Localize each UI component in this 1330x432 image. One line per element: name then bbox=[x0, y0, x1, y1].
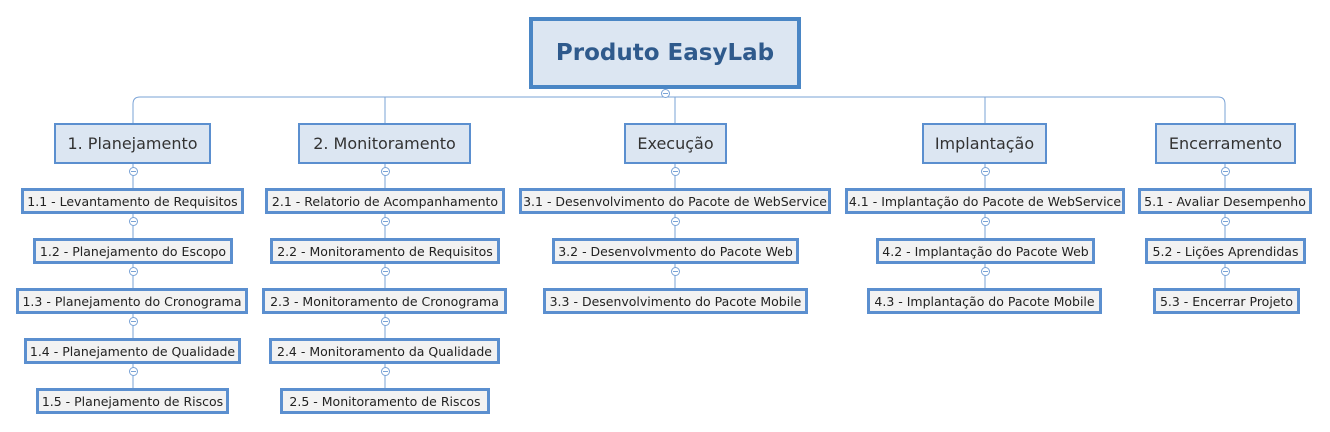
collapse-toggle-icon[interactable] bbox=[980, 216, 990, 226]
task-label: 2.2 - Monitoramento de Requisitos bbox=[277, 243, 493, 259]
collapse-toggle-icon[interactable] bbox=[128, 316, 138, 326]
task-label: 3.3 - Desenvolvimento do Pacote Mobile bbox=[549, 293, 802, 309]
task-label: 5.2 - Lições Aprendidas bbox=[1152, 243, 1299, 259]
task-label: 4.1 - Implantação do Pacote de WebServic… bbox=[848, 193, 1122, 209]
task-label: 1.4 - Planejamento de Qualidade bbox=[29, 343, 236, 359]
task-label: 3.2 - Desenvolvmento do Pacote Web bbox=[558, 243, 793, 259]
collapse-toggle-icon[interactable] bbox=[380, 166, 390, 176]
task-node[interactable]: 5.1 - Avaliar Desempenho bbox=[1138, 188, 1312, 214]
collapse-toggle-icon[interactable] bbox=[660, 88, 670, 98]
task-label: 2.5 - Monitoramento de Riscos bbox=[289, 393, 481, 409]
task-label: 1.5 - Planejamento de Riscos bbox=[41, 393, 224, 409]
task-node[interactable]: 4.1 - Implantação do Pacote de WebServic… bbox=[845, 188, 1125, 214]
collapse-toggle-icon[interactable] bbox=[670, 166, 680, 176]
task-node[interactable]: 4.3 - Implantação do Pacote Mobile bbox=[867, 288, 1102, 314]
collapse-toggle-icon[interactable] bbox=[1220, 266, 1230, 276]
branch-label: 1. Planejamento bbox=[67, 134, 198, 153]
collapse-toggle-icon[interactable] bbox=[128, 266, 138, 276]
collapse-toggle-icon[interactable] bbox=[128, 166, 138, 176]
task-node[interactable]: 4.2 - Implantação do Pacote Web bbox=[876, 238, 1095, 264]
task-node[interactable]: 1.2 - Planejamento do Escopo bbox=[33, 238, 233, 264]
task-label: 3.1 - Desenvolvimento do Pacote de WebSe… bbox=[523, 193, 827, 209]
task-label: 1.1 - Levantamento de Requisitos bbox=[27, 193, 238, 209]
root-label: Produto EasyLab bbox=[555, 40, 775, 66]
task-node[interactable]: 2.2 - Monitoramento de Requisitos bbox=[270, 238, 500, 264]
branch-label: 2. Monitoramento bbox=[313, 134, 456, 153]
task-node[interactable]: 3.1 - Desenvolvimento do Pacote de WebSe… bbox=[519, 188, 831, 214]
task-node[interactable]: 5.3 - Encerrar Projeto bbox=[1153, 288, 1300, 314]
branch-execucao[interactable]: Execução bbox=[624, 123, 727, 164]
task-node[interactable]: 1.4 - Planejamento de Qualidade bbox=[24, 338, 241, 364]
task-label: 2.3 - Monitoramento de Cronograma bbox=[270, 293, 499, 309]
collapse-toggle-icon[interactable] bbox=[980, 266, 990, 276]
branch-monitoramento[interactable]: 2. Monitoramento bbox=[298, 123, 471, 164]
collapse-toggle-icon[interactable] bbox=[380, 266, 390, 276]
collapse-toggle-icon[interactable] bbox=[670, 266, 680, 276]
task-node[interactable]: 2.3 - Monitoramento de Cronograma bbox=[262, 288, 507, 314]
collapse-toggle-icon[interactable] bbox=[980, 166, 990, 176]
task-label: 4.3 - Implantação do Pacote Mobile bbox=[874, 293, 1095, 309]
task-node[interactable]: 3.2 - Desenvolvmento do Pacote Web bbox=[552, 238, 799, 264]
task-label: 1.2 - Planejamento do Escopo bbox=[39, 243, 227, 259]
collapse-toggle-icon[interactable] bbox=[128, 366, 138, 376]
collapse-toggle-icon[interactable] bbox=[380, 366, 390, 376]
task-node[interactable]: 3.3 - Desenvolvimento do Pacote Mobile bbox=[543, 288, 808, 314]
collapse-toggle-icon[interactable] bbox=[380, 216, 390, 226]
task-node[interactable]: 2.4 - Monitoramento da Qualidade bbox=[269, 338, 500, 364]
branch-implantacao[interactable]: Implantação bbox=[922, 123, 1047, 164]
branch-label: Encerramento bbox=[1168, 134, 1283, 153]
connector-line bbox=[132, 96, 1226, 123]
task-node[interactable]: 1.5 - Planejamento de Riscos bbox=[36, 388, 229, 414]
collapse-toggle-icon[interactable] bbox=[128, 216, 138, 226]
task-label: 2.4 - Monitoramento da Qualidade bbox=[277, 343, 492, 359]
task-node[interactable]: 2.5 - Monitoramento de Riscos bbox=[280, 388, 490, 414]
task-node[interactable]: 1.3 - Planejamento do Cronograma bbox=[16, 288, 248, 314]
task-node[interactable]: 5.2 - Lições Aprendidas bbox=[1145, 238, 1306, 264]
collapse-toggle-icon[interactable] bbox=[1220, 166, 1230, 176]
task-label: 5.1 - Avaliar Desempenho bbox=[1144, 193, 1306, 209]
collapse-toggle-icon[interactable] bbox=[1220, 216, 1230, 226]
branch-label: Execução bbox=[637, 134, 714, 153]
branch-label: Implantação bbox=[934, 134, 1035, 153]
collapse-toggle-icon[interactable] bbox=[670, 216, 680, 226]
task-node[interactable]: 2.1 - Relatorio de Acompanhamento bbox=[265, 188, 505, 214]
collapse-toggle-icon[interactable] bbox=[380, 316, 390, 326]
task-node[interactable]: 1.1 - Levantamento de Requisitos bbox=[21, 188, 244, 214]
task-label: 5.3 - Encerrar Projeto bbox=[1159, 293, 1294, 309]
branch-planejamento[interactable]: 1. Planejamento bbox=[54, 123, 211, 164]
task-label: 1.3 - Planejamento do Cronograma bbox=[22, 293, 242, 309]
task-label: 4.2 - Implantação do Pacote Web bbox=[882, 243, 1089, 259]
branch-encerramento[interactable]: Encerramento bbox=[1155, 123, 1296, 164]
task-label: 2.1 - Relatorio de Acompanhamento bbox=[271, 193, 499, 209]
root-node[interactable]: Produto EasyLab bbox=[529, 17, 801, 89]
